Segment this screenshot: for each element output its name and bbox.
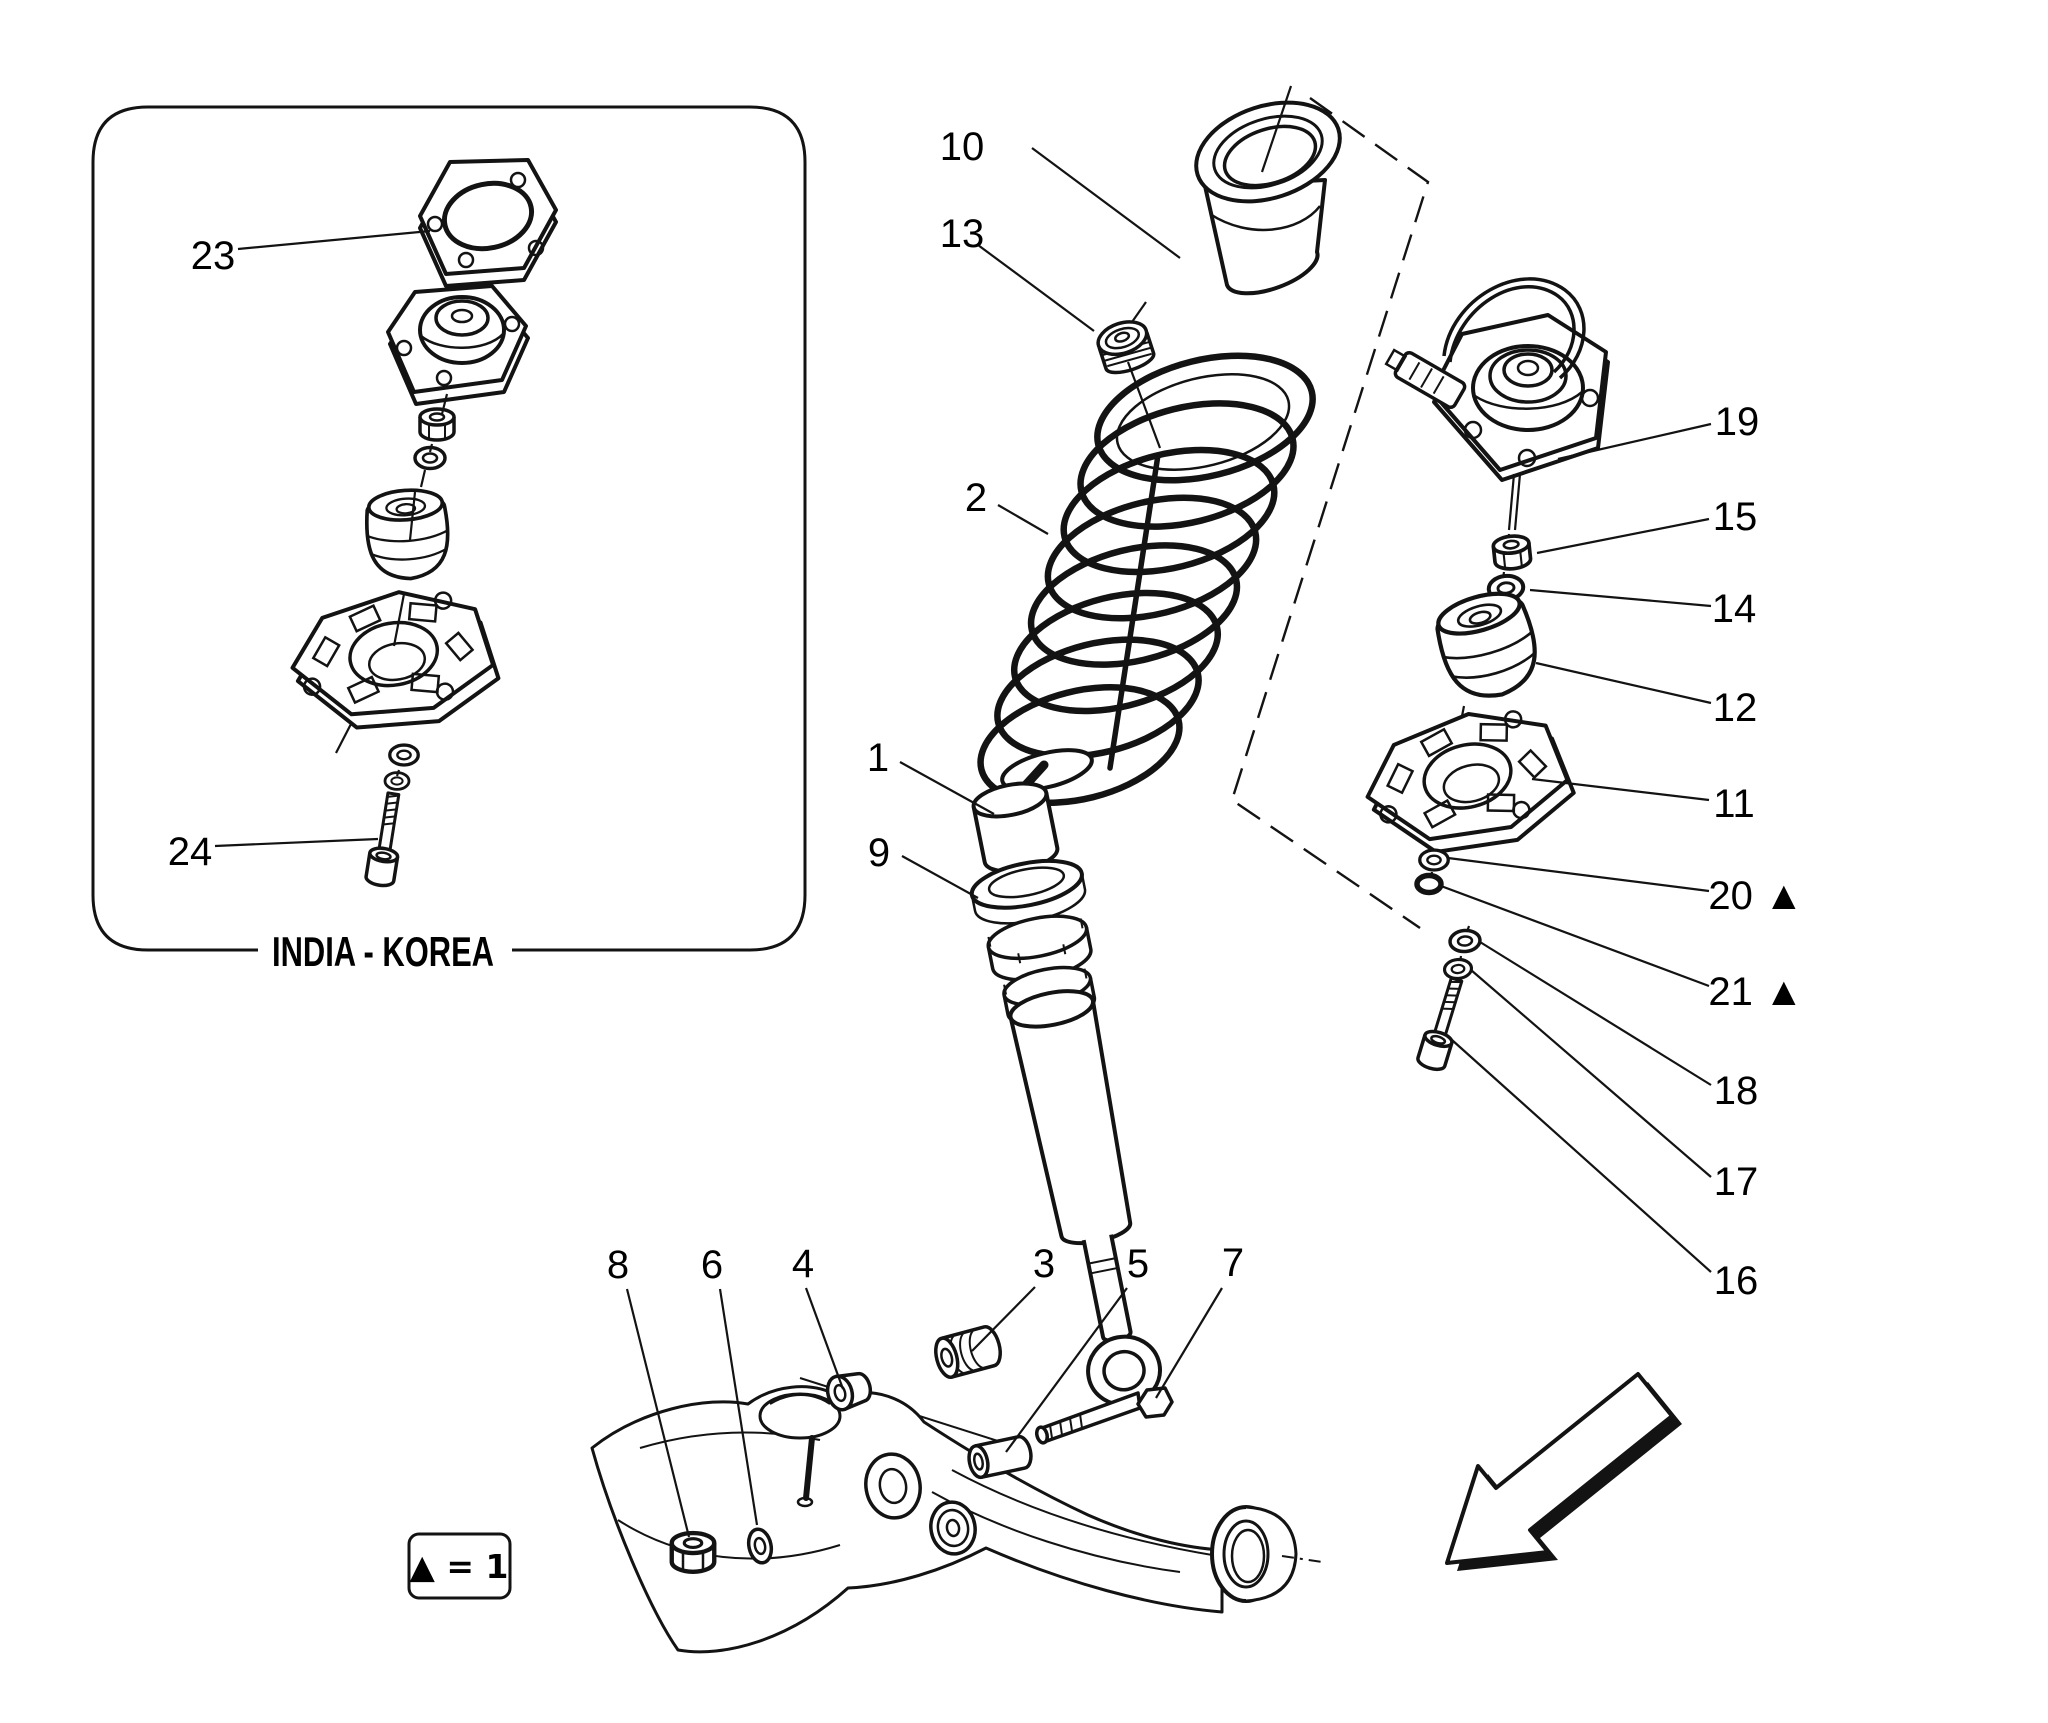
part-label-10: 10 — [940, 125, 985, 169]
inset-strut-mount — [386, 284, 530, 406]
bushing-cup-10 — [1194, 85, 1342, 296]
fixing-bolt-16 — [1414, 973, 1472, 1074]
part-label-12: 12 — [1713, 686, 1758, 730]
washer-6 — [746, 1527, 774, 1565]
inset-flange-mount — [280, 575, 506, 747]
part-label-13: 13 — [940, 212, 985, 256]
washer-20 — [1418, 848, 1450, 872]
part-label-19: 19 — [1715, 400, 1760, 444]
part-label-7: 7 — [1222, 1241, 1244, 1285]
direction-arrow-icon — [1445, 1372, 1682, 1571]
part-label-6: 6 — [701, 1243, 723, 1287]
sensor-cable — [1442, 277, 1586, 380]
hex-bolt-7 — [1034, 1386, 1174, 1445]
rubber-buffer-12 — [1429, 584, 1548, 707]
inset-rubber-buffer — [361, 485, 454, 584]
lock-nut-15 — [1490, 532, 1534, 573]
part-label-11: 11 — [1713, 782, 1755, 826]
eye-bushing-4 — [825, 1371, 873, 1412]
electronic-strut-mount-19 — [1384, 277, 1610, 482]
part-label-4: 4 — [792, 1242, 814, 1286]
split-ring-21 — [1414, 872, 1444, 896]
part-label-23: 23 — [191, 234, 236, 278]
part-label-1: 1 — [867, 736, 889, 780]
exploded-axis-dashed-line — [1230, 97, 1430, 929]
cable-connector — [1384, 348, 1467, 410]
shock-absorber-body — [969, 781, 1162, 1407]
part-label-15: 15 — [1713, 495, 1758, 539]
part-label-3: 3 — [1033, 1242, 1055, 1286]
inset-axis-ticks — [335, 393, 449, 777]
legend-note: ▲ = 1 — [410, 1547, 509, 1586]
inset-caption: INDIA - KOREA — [272, 928, 494, 975]
inset-lock-nut — [418, 407, 456, 442]
ribbed-bushing-3 — [934, 1325, 1002, 1379]
part-label-17: 17 — [1714, 1160, 1759, 1204]
india-korea-inset-box: INDIA - KOREA — [91, 105, 807, 975]
flange-mount-11 — [1352, 691, 1584, 875]
inset-washer-upper — [388, 743, 420, 767]
washer-17 — [1442, 956, 1474, 982]
control-arm — [590, 1385, 1323, 1654]
washer-18 — [1447, 927, 1483, 955]
inset-mount-plate-23 — [418, 158, 558, 288]
lock-nut-8 — [672, 1533, 715, 1572]
part-label-14: 14 — [1712, 587, 1757, 631]
part-label-2: 2 — [965, 476, 987, 520]
part-label-8: 8 — [607, 1243, 629, 1287]
part-label-21: 21 ▲ — [1708, 970, 1803, 1014]
legend-box: ▲ = 1 — [407, 1532, 512, 1600]
threaded-plug-13 — [1096, 320, 1156, 375]
part-label-5: 5 — [1127, 1242, 1149, 1286]
coil-spring — [977, 352, 1316, 806]
part-label-9: 9 — [868, 831, 890, 875]
part-label-18: 18 — [1714, 1069, 1759, 1113]
part-label-20: 20 ▲ — [1708, 874, 1803, 918]
leader-lines — [214, 147, 1712, 1538]
ball-joint-boot — [758, 1392, 842, 1440]
part-label-24: 24 — [168, 830, 213, 874]
spacer-sleeve-5 — [967, 1434, 1033, 1480]
part-label-16: 16 — [1714, 1259, 1759, 1303]
plug-axis-tick — [1131, 301, 1147, 323]
